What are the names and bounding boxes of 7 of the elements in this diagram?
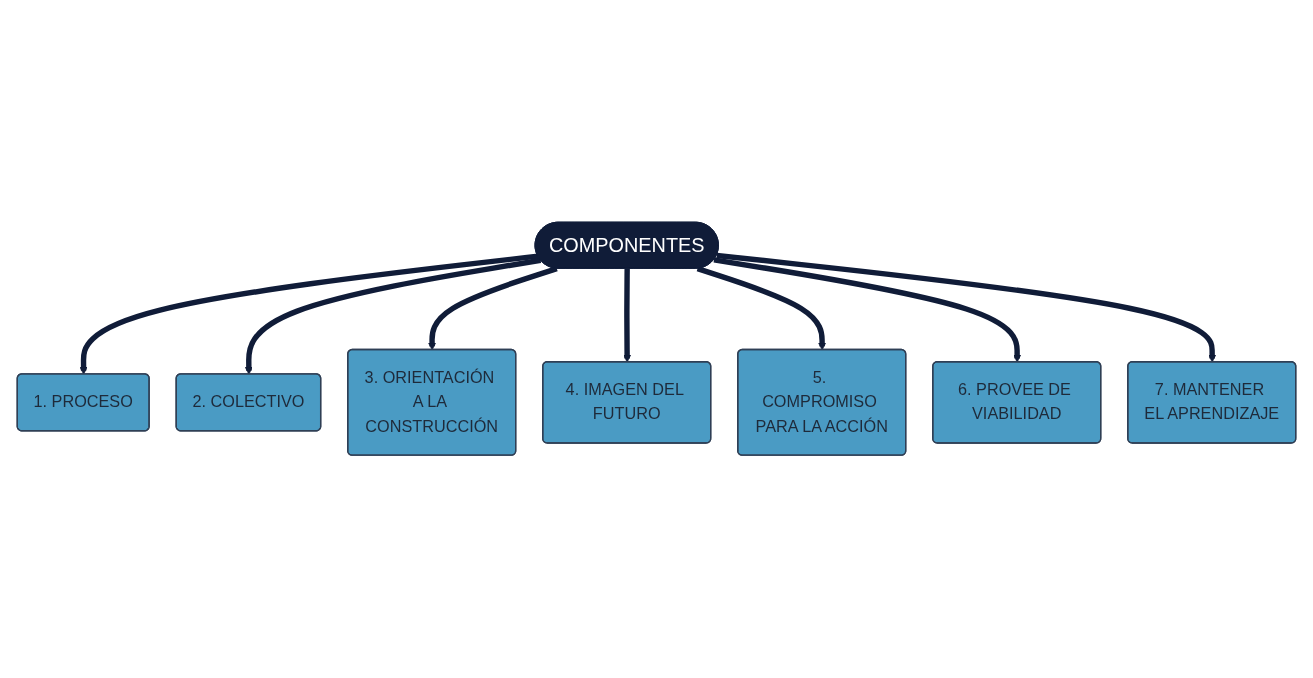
arrow xyxy=(244,257,542,375)
arrow xyxy=(623,269,632,363)
arrow xyxy=(713,257,1022,363)
arrow xyxy=(79,253,539,375)
arrow xyxy=(716,253,1217,363)
arrow xyxy=(696,266,827,351)
arrow xyxy=(428,266,558,351)
